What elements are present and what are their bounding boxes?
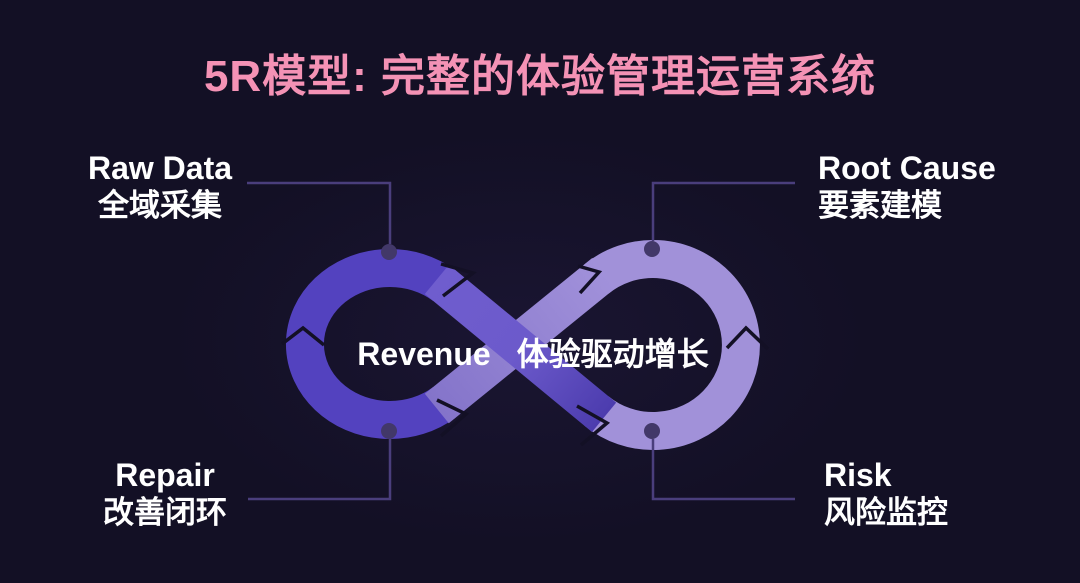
node-label-raw-data: Raw Data 全域采集 <box>35 149 285 225</box>
flow-arrow-notch-left-ring <box>280 325 326 347</box>
node-label-risk: Risk 风险监控 <box>824 456 948 532</box>
raw-data-en-text: Raw Data <box>87 150 233 186</box>
risk-zh-text: 风险监控 <box>824 495 948 530</box>
connector-line-risk <box>651 439 795 501</box>
root-cause-zh-text: 要素建模 <box>818 188 942 223</box>
node-dot-risk <box>644 423 660 439</box>
raw-data-zh-text: 全域采集 <box>98 188 222 223</box>
repair-en-text: Repair <box>115 457 215 493</box>
flow-arrow-notch-light-band-top <box>577 264 603 295</box>
connector-line-root-cause <box>651 181 795 241</box>
slide-title: 5R模型: 完整的体验管理运营系统 <box>203 52 877 101</box>
node-label-root-cause: Root Cause 要素建模 <box>818 149 996 225</box>
dark-crossing-band <box>424 264 617 432</box>
flow-arrow-notch-light-band-start <box>436 398 470 438</box>
node-dot-root-cause <box>644 241 660 257</box>
node-label-repair: Repair 改善闭环 <box>40 456 290 532</box>
revenue-zh-text: 体验驱动增长 <box>516 336 709 372</box>
connector-line-raw-data <box>247 181 392 244</box>
risk-en-text: Risk <box>824 457 892 493</box>
flow-arrow-notch-dark-band-top <box>440 262 477 298</box>
flow-arrow-notch-right-ring <box>725 325 770 351</box>
connector-line-repair <box>248 439 392 501</box>
node-dot-raw-data <box>381 244 397 260</box>
flow-arrow-notch-dark-band-end <box>576 404 611 447</box>
repair-zh-text: 改善闭环 <box>103 495 227 530</box>
left-loop-ring <box>286 249 456 439</box>
root-cause-en-text: Root Cause <box>818 150 996 186</box>
node-dot-repair <box>381 423 397 439</box>
revenue-en-text: Revenue <box>357 336 491 372</box>
center-label-revenue: Revenue 体验驱动增长 <box>0 329 1073 375</box>
